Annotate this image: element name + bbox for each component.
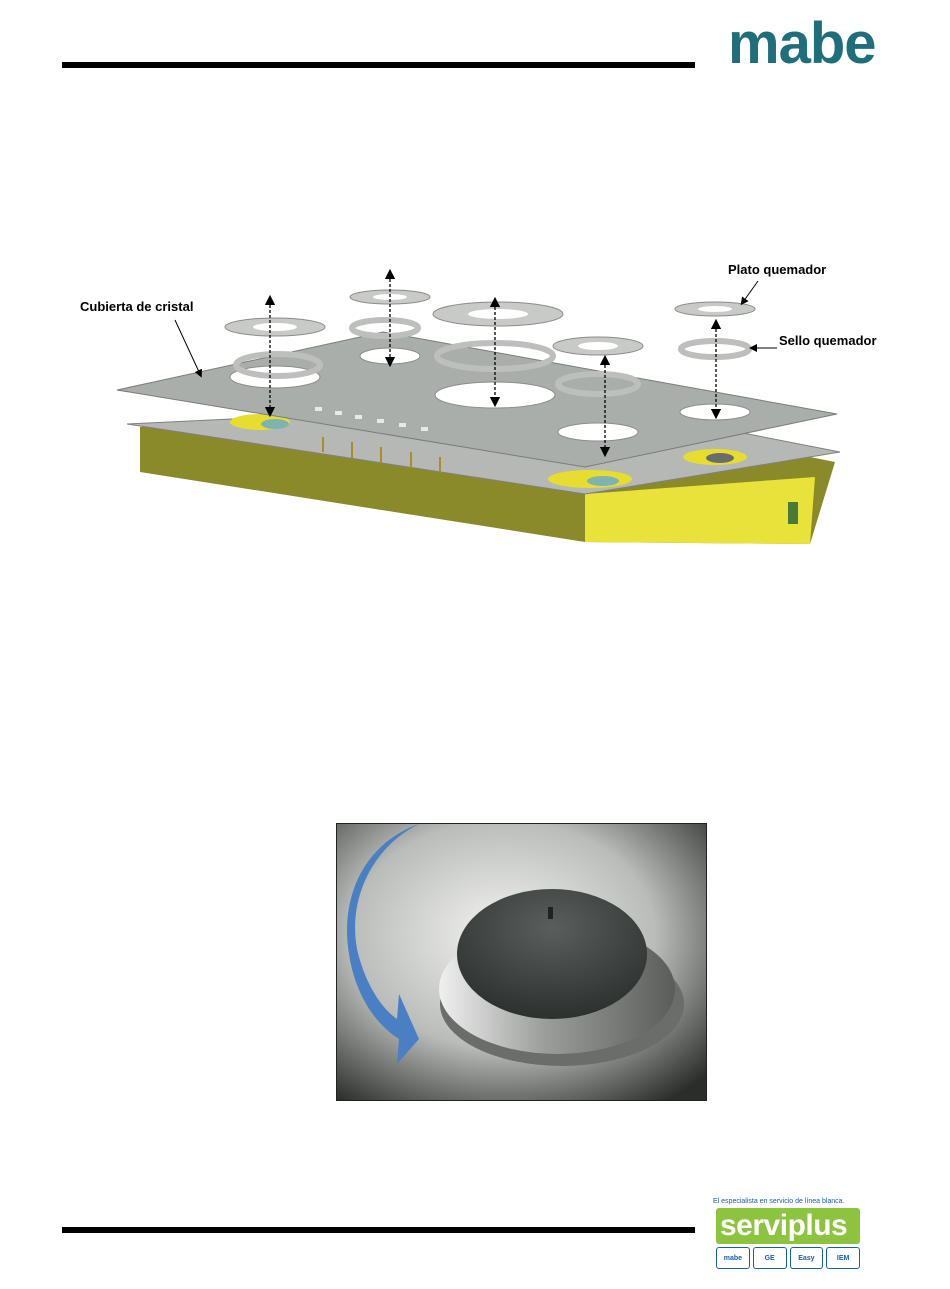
burner-cup bbox=[706, 453, 734, 463]
mabe-logo: mabe bbox=[728, 14, 888, 74]
cooktop-exploded-svg bbox=[115, 262, 895, 547]
serviplus-word: serviplus bbox=[720, 1209, 847, 1243]
brand-iem: IEM bbox=[826, 1247, 860, 1269]
burner-photo bbox=[336, 823, 707, 1101]
serviplus-logo: El especialista en servicio de línea bla… bbox=[713, 1198, 863, 1272]
gas-inlet bbox=[788, 502, 798, 524]
serviplus-badge: serviplus bbox=[716, 1208, 860, 1244]
brand-easy: Easy bbox=[790, 1247, 824, 1269]
burner-cup bbox=[261, 419, 289, 429]
brand-strip: mabe GE Easy IEM bbox=[716, 1247, 860, 1269]
label-burner-seal: Sello quemador bbox=[779, 333, 877, 348]
serviplus-tagline: El especialista en servicio de línea bla… bbox=[713, 1198, 863, 1205]
footer-rule bbox=[62, 1227, 695, 1233]
burner-cup bbox=[587, 476, 619, 486]
label-glass-cover: Cubierta de cristal bbox=[80, 299, 193, 314]
burner-photo-svg bbox=[337, 824, 706, 1100]
cap-pin bbox=[548, 907, 553, 919]
brand-ge: GE bbox=[753, 1247, 787, 1269]
cooktop-exploded-diagram bbox=[115, 262, 895, 547]
brand-mabe: mabe bbox=[716, 1247, 750, 1269]
header-rule bbox=[62, 62, 695, 68]
label-burner-plate: Plato quemador bbox=[728, 262, 826, 277]
